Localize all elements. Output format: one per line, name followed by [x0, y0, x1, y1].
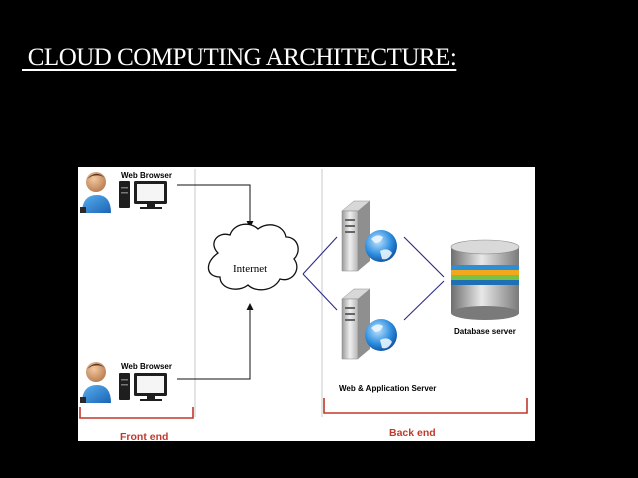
back-end-bracket [323, 398, 528, 414]
client1-to-internet-arrow [177, 184, 254, 228]
server2-to-db-line [403, 280, 445, 321]
globe-icon [365, 230, 397, 262]
diagram-graphics [79, 169, 528, 419]
architecture-diagram: Web Browser Web Browser Internet Databas… [78, 167, 535, 443]
server-icon [341, 200, 371, 272]
internet-cloud-icon [207, 223, 299, 291]
front-end-bracket [79, 407, 194, 419]
internet-label: Internet [233, 263, 268, 275]
server1-to-db-line [403, 236, 445, 278]
front-end-label: Front end [120, 431, 169, 443]
client2-to-internet-arrow [177, 303, 254, 380]
computer-icon [119, 373, 167, 401]
database-label: Database server [454, 327, 516, 336]
server-label: Web & Application Server [339, 384, 437, 393]
client-label: Web Browser [121, 171, 172, 180]
database-icon [450, 239, 520, 320]
internet-to-server1-line [302, 236, 338, 275]
user-icon [80, 362, 111, 403]
user-icon [80, 172, 111, 213]
computer-icon [119, 181, 167, 209]
back-end-label: Back end [389, 427, 436, 439]
server-icon [341, 288, 371, 360]
slide-title: CLOUD COMPUTING ARCHITECTURE: [22, 44, 457, 71]
globe-icon [365, 319, 397, 351]
internet-to-server2-line [302, 273, 338, 311]
client-label: Web Browser [121, 362, 172, 371]
